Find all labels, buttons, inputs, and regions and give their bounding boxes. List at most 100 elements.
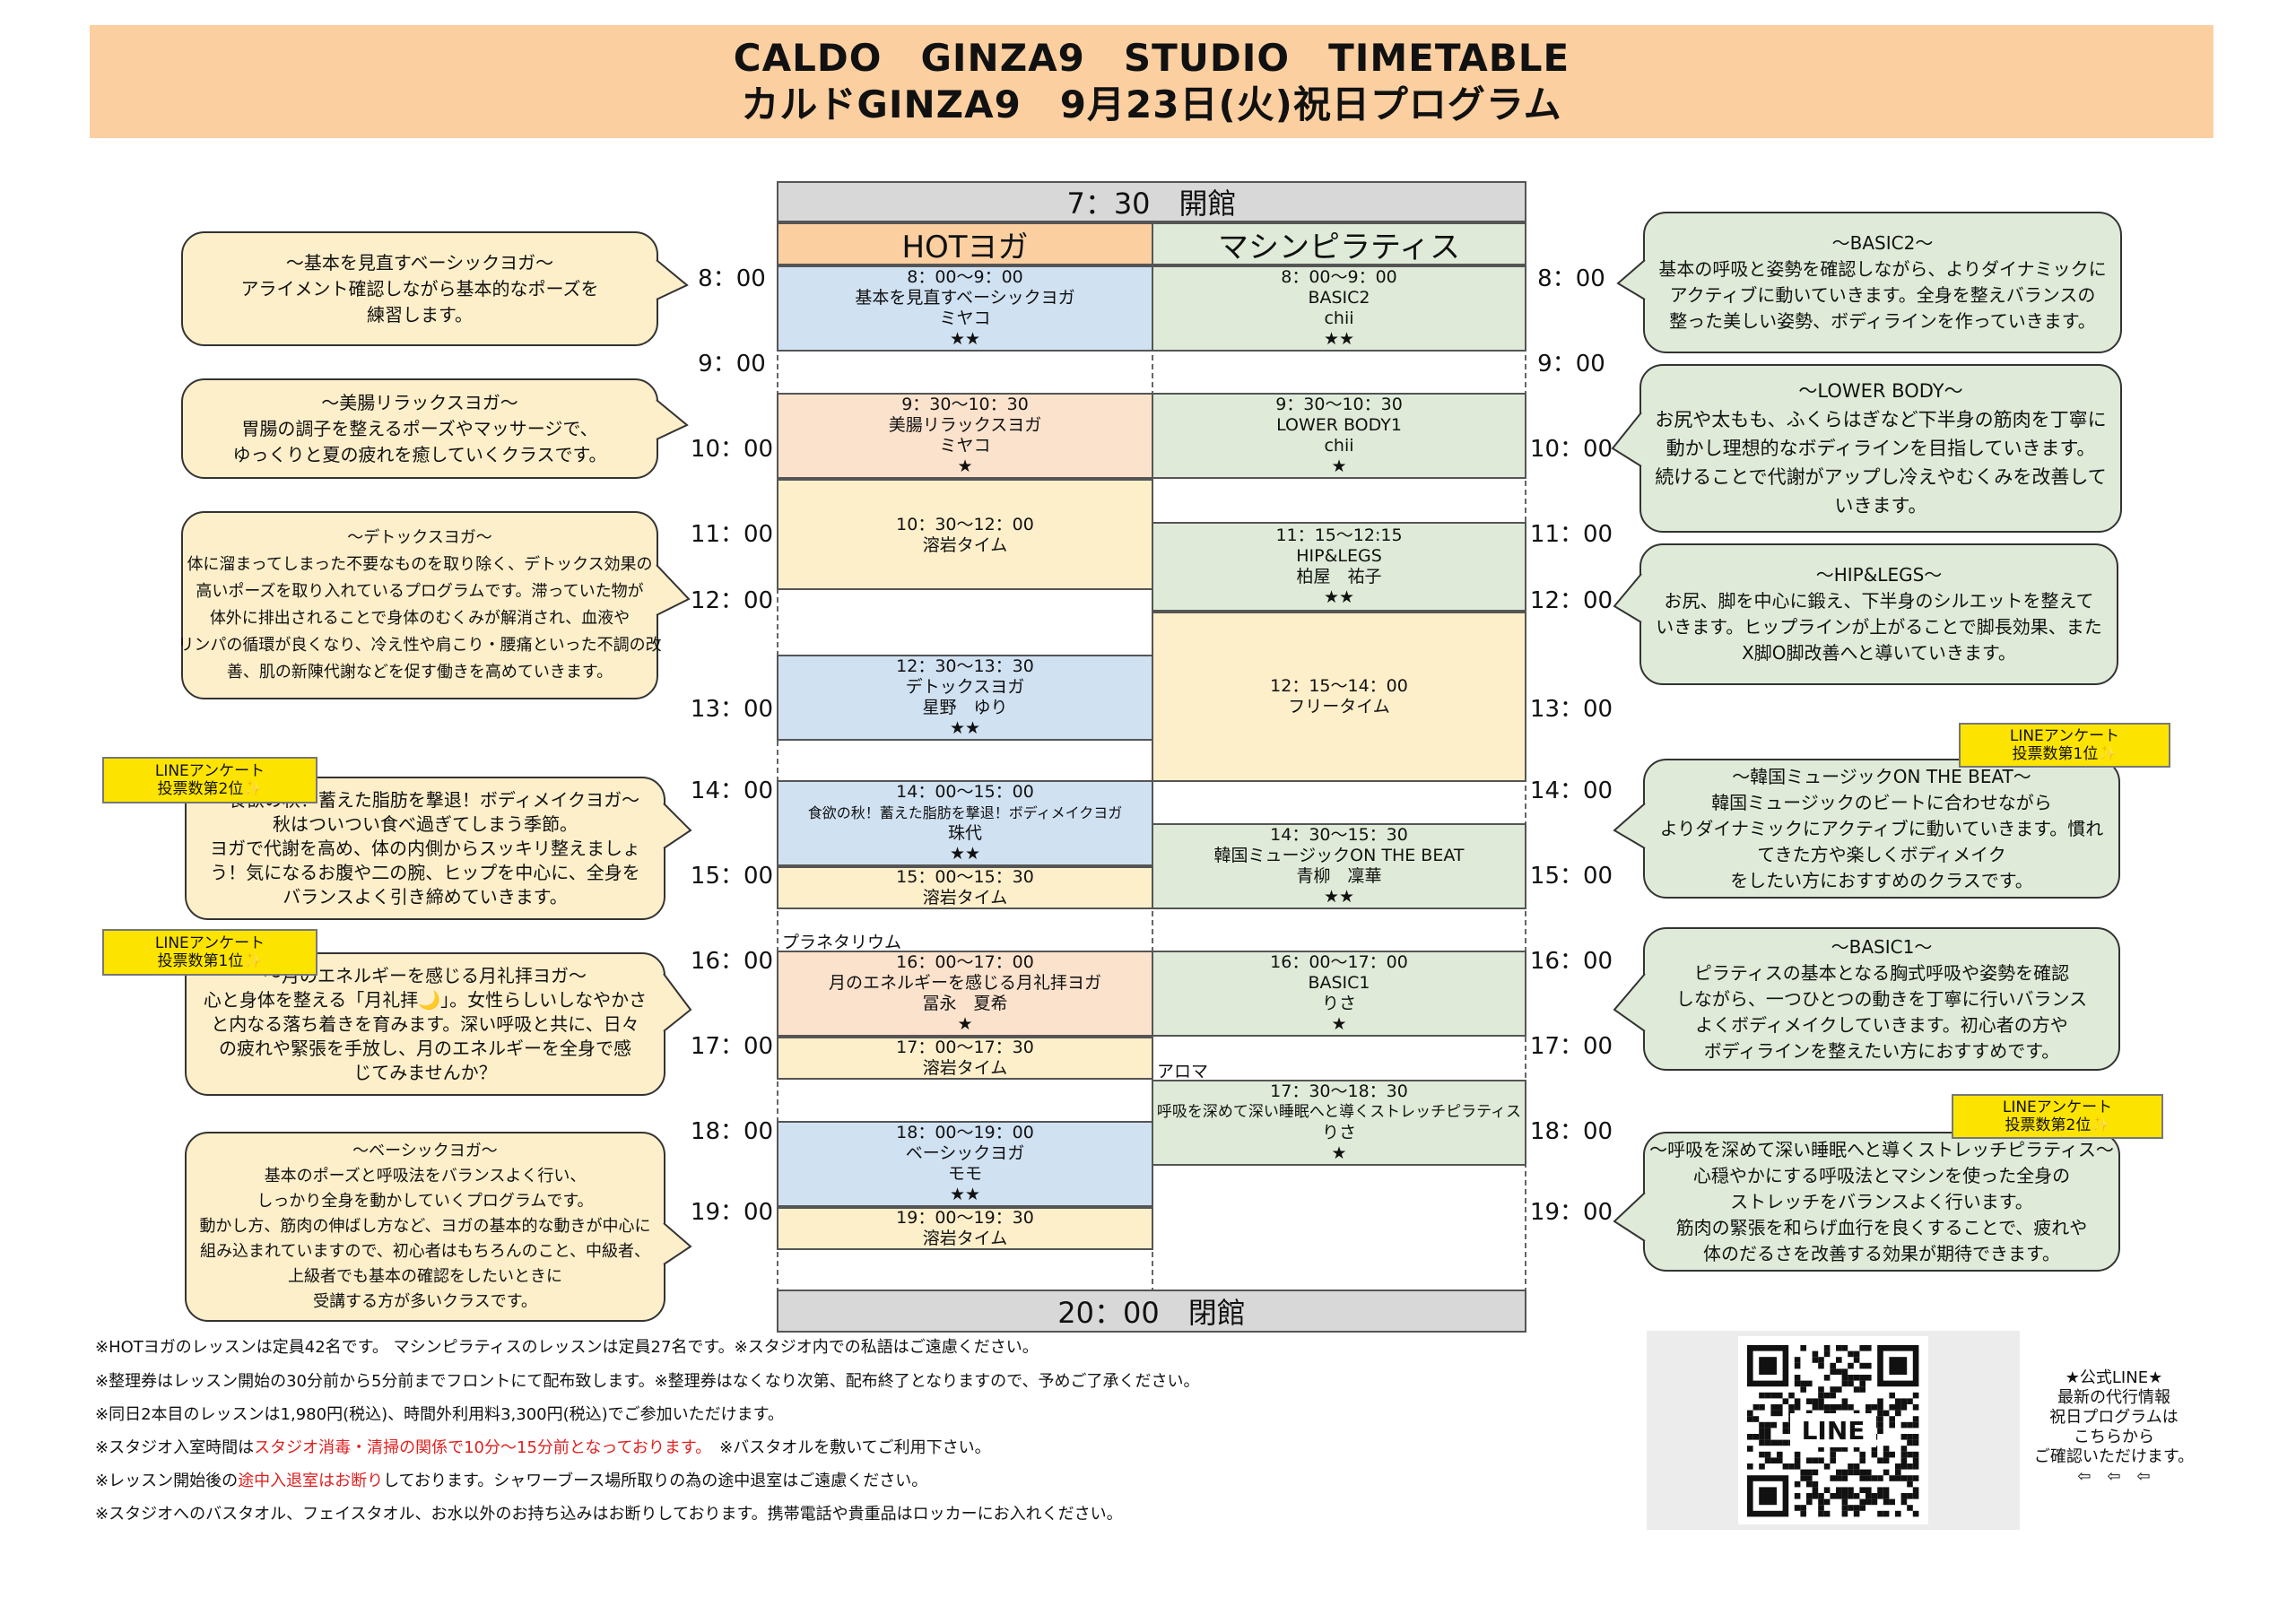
description-line: ボディラインを整えたい方におすすめです。 (1703, 1039, 2060, 1062)
description-line: X脚O脚改善へと導いていきます。 (1742, 642, 2016, 664)
lesson-hot-ganban-3[interactable]: 17：00～17：30 溶岩タイム (777, 1037, 1153, 1080)
description-title: ～美腸リラックスヨガ～ (321, 391, 518, 413)
qr-module (1841, 1493, 1848, 1499)
lesson-machine-freetime[interactable]: 12：15～14：00 フリータイム (1152, 612, 1526, 782)
qr-module (1853, 1493, 1860, 1499)
qr-module (1895, 1410, 1901, 1417)
lesson-hot-bicho[interactable]: 9：30～10：30 美腸リラックスヨガ ミヤコ ★ (777, 393, 1153, 479)
qr-module (1788, 1463, 1795, 1470)
qr-module (1907, 1439, 1913, 1446)
time-label: 16：00 (1529, 948, 1613, 975)
qr-module (1818, 1398, 1824, 1404)
lesson-hot-moon[interactable]: 16：00～17：00 月のエネルギーを感じる月礼拝ヨガ 冨永 夏希 ★ (777, 951, 1153, 1037)
description-moon-yoga: ～月のエネルギーを感じる月礼拝ヨガ～心と身体を整える「月礼拝🌙」。女性らしいしな… (185, 952, 665, 1096)
open-bar: 7：30 開館 (777, 181, 1526, 222)
lesson-hot-ganban-4[interactable]: 19：00～19：30 溶岩タイム (777, 1207, 1153, 1250)
time-label: 15：00 (690, 863, 774, 890)
lesson-name: 基本を見直すベーシックヨガ (855, 288, 1075, 308)
qr-module (1853, 1463, 1860, 1470)
note-fee: ※同日2本目のレッスンは1,980円(税込)、時間外利用料3,300円(税込)で… (95, 1405, 784, 1424)
note-ticket: ※整理券はレッスン開始の30分前から5分前までフロントにて配布致します。※整理券… (95, 1372, 1200, 1391)
qr-module (1788, 1404, 1795, 1411)
qr-module (1841, 1404, 1848, 1411)
qr-module (1830, 1386, 1836, 1393)
description-title: ～BASIC1～ (1831, 935, 1933, 958)
description-line: よくボディメイクしていきます。初心者の方や (1695, 1013, 2068, 1036)
lesson-machine-kbeat[interactable]: 14：30～15：30 韓国ミュージックON THE BEAT 青柳 凜華 ★★ (1152, 823, 1526, 909)
time-label: 13：00 (1529, 696, 1613, 723)
time-label: 14：00 (1529, 777, 1613, 804)
lesson-time: 18：00～19：00 (896, 1123, 1034, 1142)
lesson-time: 10：30～12：00 (896, 515, 1034, 534)
qr-module (1800, 1475, 1806, 1481)
lesson-time: 9：30～10：30 (901, 395, 1029, 414)
time-label: 12：00 (690, 587, 774, 614)
description-line: 善、肌の新陳代謝などを促す働きを高めていきます。 (226, 663, 613, 682)
lesson-time: 17：30～18：30 (1270, 1081, 1408, 1101)
qr-module (1823, 1510, 1831, 1517)
qr-module (1823, 1410, 1831, 1417)
lesson-name: 溶岩タイム (922, 535, 1008, 555)
qr-module (1836, 1475, 1842, 1481)
qr-module (1912, 1434, 1919, 1440)
qr-module (1877, 1510, 1883, 1517)
qr-module (1812, 1404, 1819, 1411)
lesson-hot-basic[interactable]: 8：00～9：00 基本を見直すベーシックヨガ ミヤコ ★★ (777, 265, 1153, 352)
qr-module (1836, 1493, 1842, 1499)
description-line: 組み込まれていますので、初心者はもちろんのこと、中級者、 (199, 1242, 651, 1261)
description-line: ヨガで代謝を高め、体の内側からスッキリ整えましょ (210, 837, 640, 859)
qr-module (1889, 1357, 1908, 1375)
qr-module (1883, 1493, 1890, 1499)
description-line: ゆっくりと夏の疲れを癒していくクラスです。 (232, 443, 607, 465)
qr-module (1866, 1345, 1872, 1351)
qr-module (1759, 1357, 1777, 1375)
qr-module (1830, 1404, 1836, 1411)
qr-module (1853, 1410, 1860, 1417)
lesson-machine-lowerbody[interactable]: 9：30～10：30 LOWER BODY1 chii ★ (1152, 393, 1526, 479)
qr-module (1777, 1392, 1783, 1399)
time-label: 18：00 (690, 1118, 774, 1145)
qr-module (1818, 1392, 1824, 1399)
lesson-instructor: モモ (947, 1164, 982, 1184)
qr-module (1806, 1498, 1813, 1506)
lesson-time: 14：00～15：00 (896, 782, 1034, 802)
lesson-hot-ganban-1[interactable]: 10：30～12：00 溶岩タイム (777, 479, 1153, 590)
lesson-hot-bodymake[interactable]: 14：00～15：00 食欲の秋！蓄えた脂肪を撃退！ボディメイクヨガ 珠代 ★★ (777, 780, 1153, 866)
description-kbeat: ～韓国ミュージックON THE BEAT～韓国ミュージックのビートに合わせながら… (1643, 759, 2120, 899)
description-line: ピラティスの基本となる胸式呼吸や姿勢を確認 (1693, 961, 2070, 984)
qr-module (1912, 1510, 1919, 1517)
qr-module (1889, 1404, 1895, 1411)
lesson-hot-ganban-2[interactable]: 15：00～15：30 溶岩タイム (777, 866, 1153, 909)
lesson-machine-hiplegs[interactable]: 11：15～12:15 HIP&LEGS 柏屋 祐子 ★★ (1152, 522, 1526, 612)
lesson-hot-detox[interactable]: 12：30～13：30 デトックスヨガ 星野 ゆり ★★ (777, 655, 1153, 741)
qr-module (1900, 1446, 1908, 1452)
lesson-instructor: 冨永 夏希 (922, 994, 1008, 1013)
qr-module (1912, 1487, 1919, 1493)
lesson-machine-stretch[interactable]: 17：30～18：30 呼吸を深めて深い睡眠へと導くストレッチピラティス りさ … (1152, 1080, 1526, 1166)
lesson-machine-basic1[interactable]: 16：00～17：00 BASIC1 りさ ★ (1152, 951, 1526, 1037)
qr-module (1836, 1469, 1842, 1476)
note-no-leave: ※レッスン開始後の途中入退室はお断りしております。シャワーブース場所取りの為の途… (95, 1472, 928, 1490)
page-header: CALDO GINZA9 STUDIO TIMETABLE カルドGINZA9 … (90, 25, 2213, 138)
qr-module (1853, 1505, 1860, 1511)
description-line: 整った美しい姿勢、ボディラインを作っていきます。 (1669, 310, 2096, 332)
qr-module (1770, 1392, 1777, 1399)
qr-module (1794, 1357, 1801, 1363)
description-line: 続けることで代謝がアップし冷えやむくみを改善して (1655, 466, 2107, 488)
qr-module (1806, 1469, 1813, 1476)
lesson-time: 17：00～17：30 (896, 1038, 1034, 1057)
line-qr-code[interactable]: LINE (1738, 1336, 1928, 1524)
qr-line-logo: LINE (1790, 1413, 1876, 1447)
lesson-instructor: ミヤコ (939, 436, 991, 456)
time-label: 17：00 (1529, 1033, 1613, 1060)
qr-module (1859, 1451, 1866, 1458)
qr-module (1752, 1404, 1760, 1411)
description-basic-yoga-2: ～ベーシックヨガ～基本のポーズと呼吸法をバランスよく行い、しっかり全身を動かして… (185, 1132, 665, 1322)
lesson-machine-basic2[interactable]: 8：00～9：00 BASIC2 chii ★★ (1152, 265, 1526, 352)
description-line: いきます。 (1834, 495, 1927, 517)
description-line: 体外に排出されることで身体のむくみが解消され、血液や (209, 609, 631, 628)
lesson-hot-basic-yoga[interactable]: 18：00～19：00 ベーシックヨガ モモ ★★ (777, 1121, 1153, 1207)
qr-module (1907, 1451, 1913, 1458)
description-basic2: ～BASIC2～基本の呼吸と姿勢を確認しながら、よりダイナミックにアクティブに動… (1643, 212, 2122, 353)
description-line: いきます。ヒップラインが上がることで脚長効果、また (1656, 616, 2102, 638)
